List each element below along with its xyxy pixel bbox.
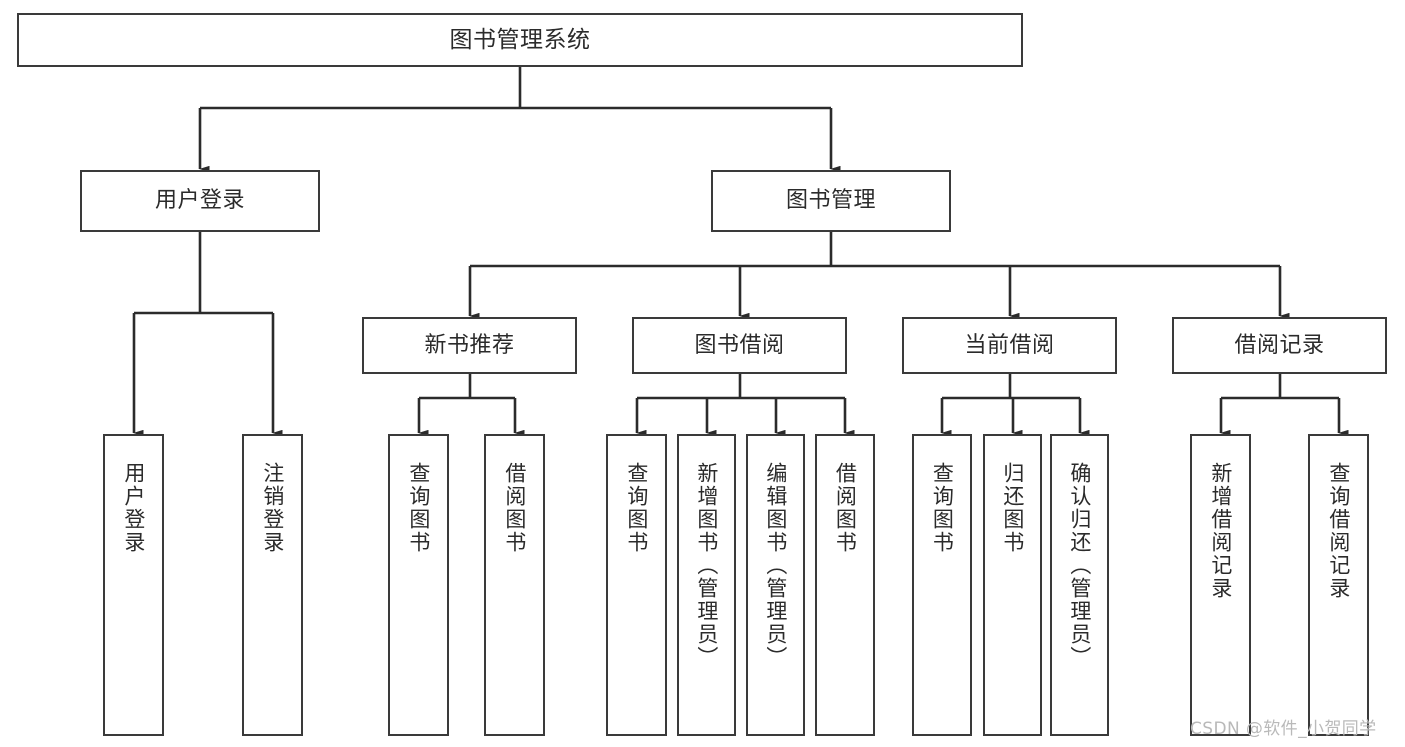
node-l3-b2[interactable]: 借阅图书 bbox=[484, 434, 545, 736]
node-root[interactable]: 图书管理系统 bbox=[17, 13, 1023, 67]
node-l3-c4[interactable]: 借阅图书 bbox=[815, 434, 875, 736]
node-l2-newbook[interactable]: 新书推荐 bbox=[362, 317, 577, 374]
node-label: 新书推荐 bbox=[424, 332, 515, 358]
node-label: 查询图书 bbox=[930, 462, 955, 554]
node-label: 查询图书 bbox=[406, 462, 431, 554]
node-label: 图书借阅 bbox=[694, 332, 785, 358]
node-l3-e1[interactable]: 新增借阅记录 bbox=[1190, 434, 1251, 736]
node-label: 查询借阅记录 bbox=[1326, 462, 1351, 600]
node-l3-d2[interactable]: 归还图书 bbox=[983, 434, 1042, 736]
node-label: 新增借阅记录 bbox=[1208, 462, 1233, 600]
node-l2-borrow[interactable]: 图书借阅 bbox=[632, 317, 847, 374]
node-label: 图书管理 bbox=[785, 188, 876, 214]
node-label: 当前借阅 bbox=[964, 332, 1055, 358]
node-l1-bookmgmt[interactable]: 图书管理 bbox=[711, 170, 951, 232]
connector-lines bbox=[132, 67, 1349, 437]
node-l2-current[interactable]: 当前借阅 bbox=[902, 317, 1117, 374]
node-l3-a2[interactable]: 注销登录 bbox=[242, 434, 303, 736]
node-l3-c1[interactable]: 查询图书 bbox=[606, 434, 667, 736]
watermark-label: CSDN @软件_小贺同学 bbox=[1190, 719, 1377, 739]
node-l3-a1[interactable]: 用户登录 bbox=[103, 434, 164, 736]
node-label: 编辑图书（管理员） bbox=[763, 462, 788, 669]
node-l2-records[interactable]: 借阅记录 bbox=[1172, 317, 1387, 374]
node-label: 借阅记录 bbox=[1234, 332, 1325, 358]
node-label: 用户登录 bbox=[154, 188, 245, 214]
node-l3-e2[interactable]: 查询借阅记录 bbox=[1308, 434, 1369, 736]
node-l3-d1[interactable]: 查询图书 bbox=[912, 434, 972, 736]
node-label: 新增图书（管理员） bbox=[694, 462, 719, 669]
node-l3-d3[interactable]: 确认归还（管理员） bbox=[1050, 434, 1109, 736]
node-label: 确认归还（管理员） bbox=[1067, 462, 1092, 669]
node-label: 借阅图书 bbox=[502, 462, 527, 554]
node-l3-b1[interactable]: 查询图书 bbox=[388, 434, 449, 736]
node-l3-c2[interactable]: 新增图书（管理员） bbox=[677, 434, 736, 736]
node-label: 用户登录 bbox=[121, 462, 146, 554]
node-label: 图书管理系统 bbox=[449, 26, 591, 53]
node-label: 借阅图书 bbox=[833, 462, 858, 554]
node-l1-login[interactable]: 用户登录 bbox=[80, 170, 320, 232]
node-label: 注销登录 bbox=[260, 462, 285, 554]
node-l3-c3[interactable]: 编辑图书（管理员） bbox=[746, 434, 805, 736]
node-label: 查询图书 bbox=[624, 462, 649, 554]
node-label: 归还图书 bbox=[1000, 462, 1025, 554]
